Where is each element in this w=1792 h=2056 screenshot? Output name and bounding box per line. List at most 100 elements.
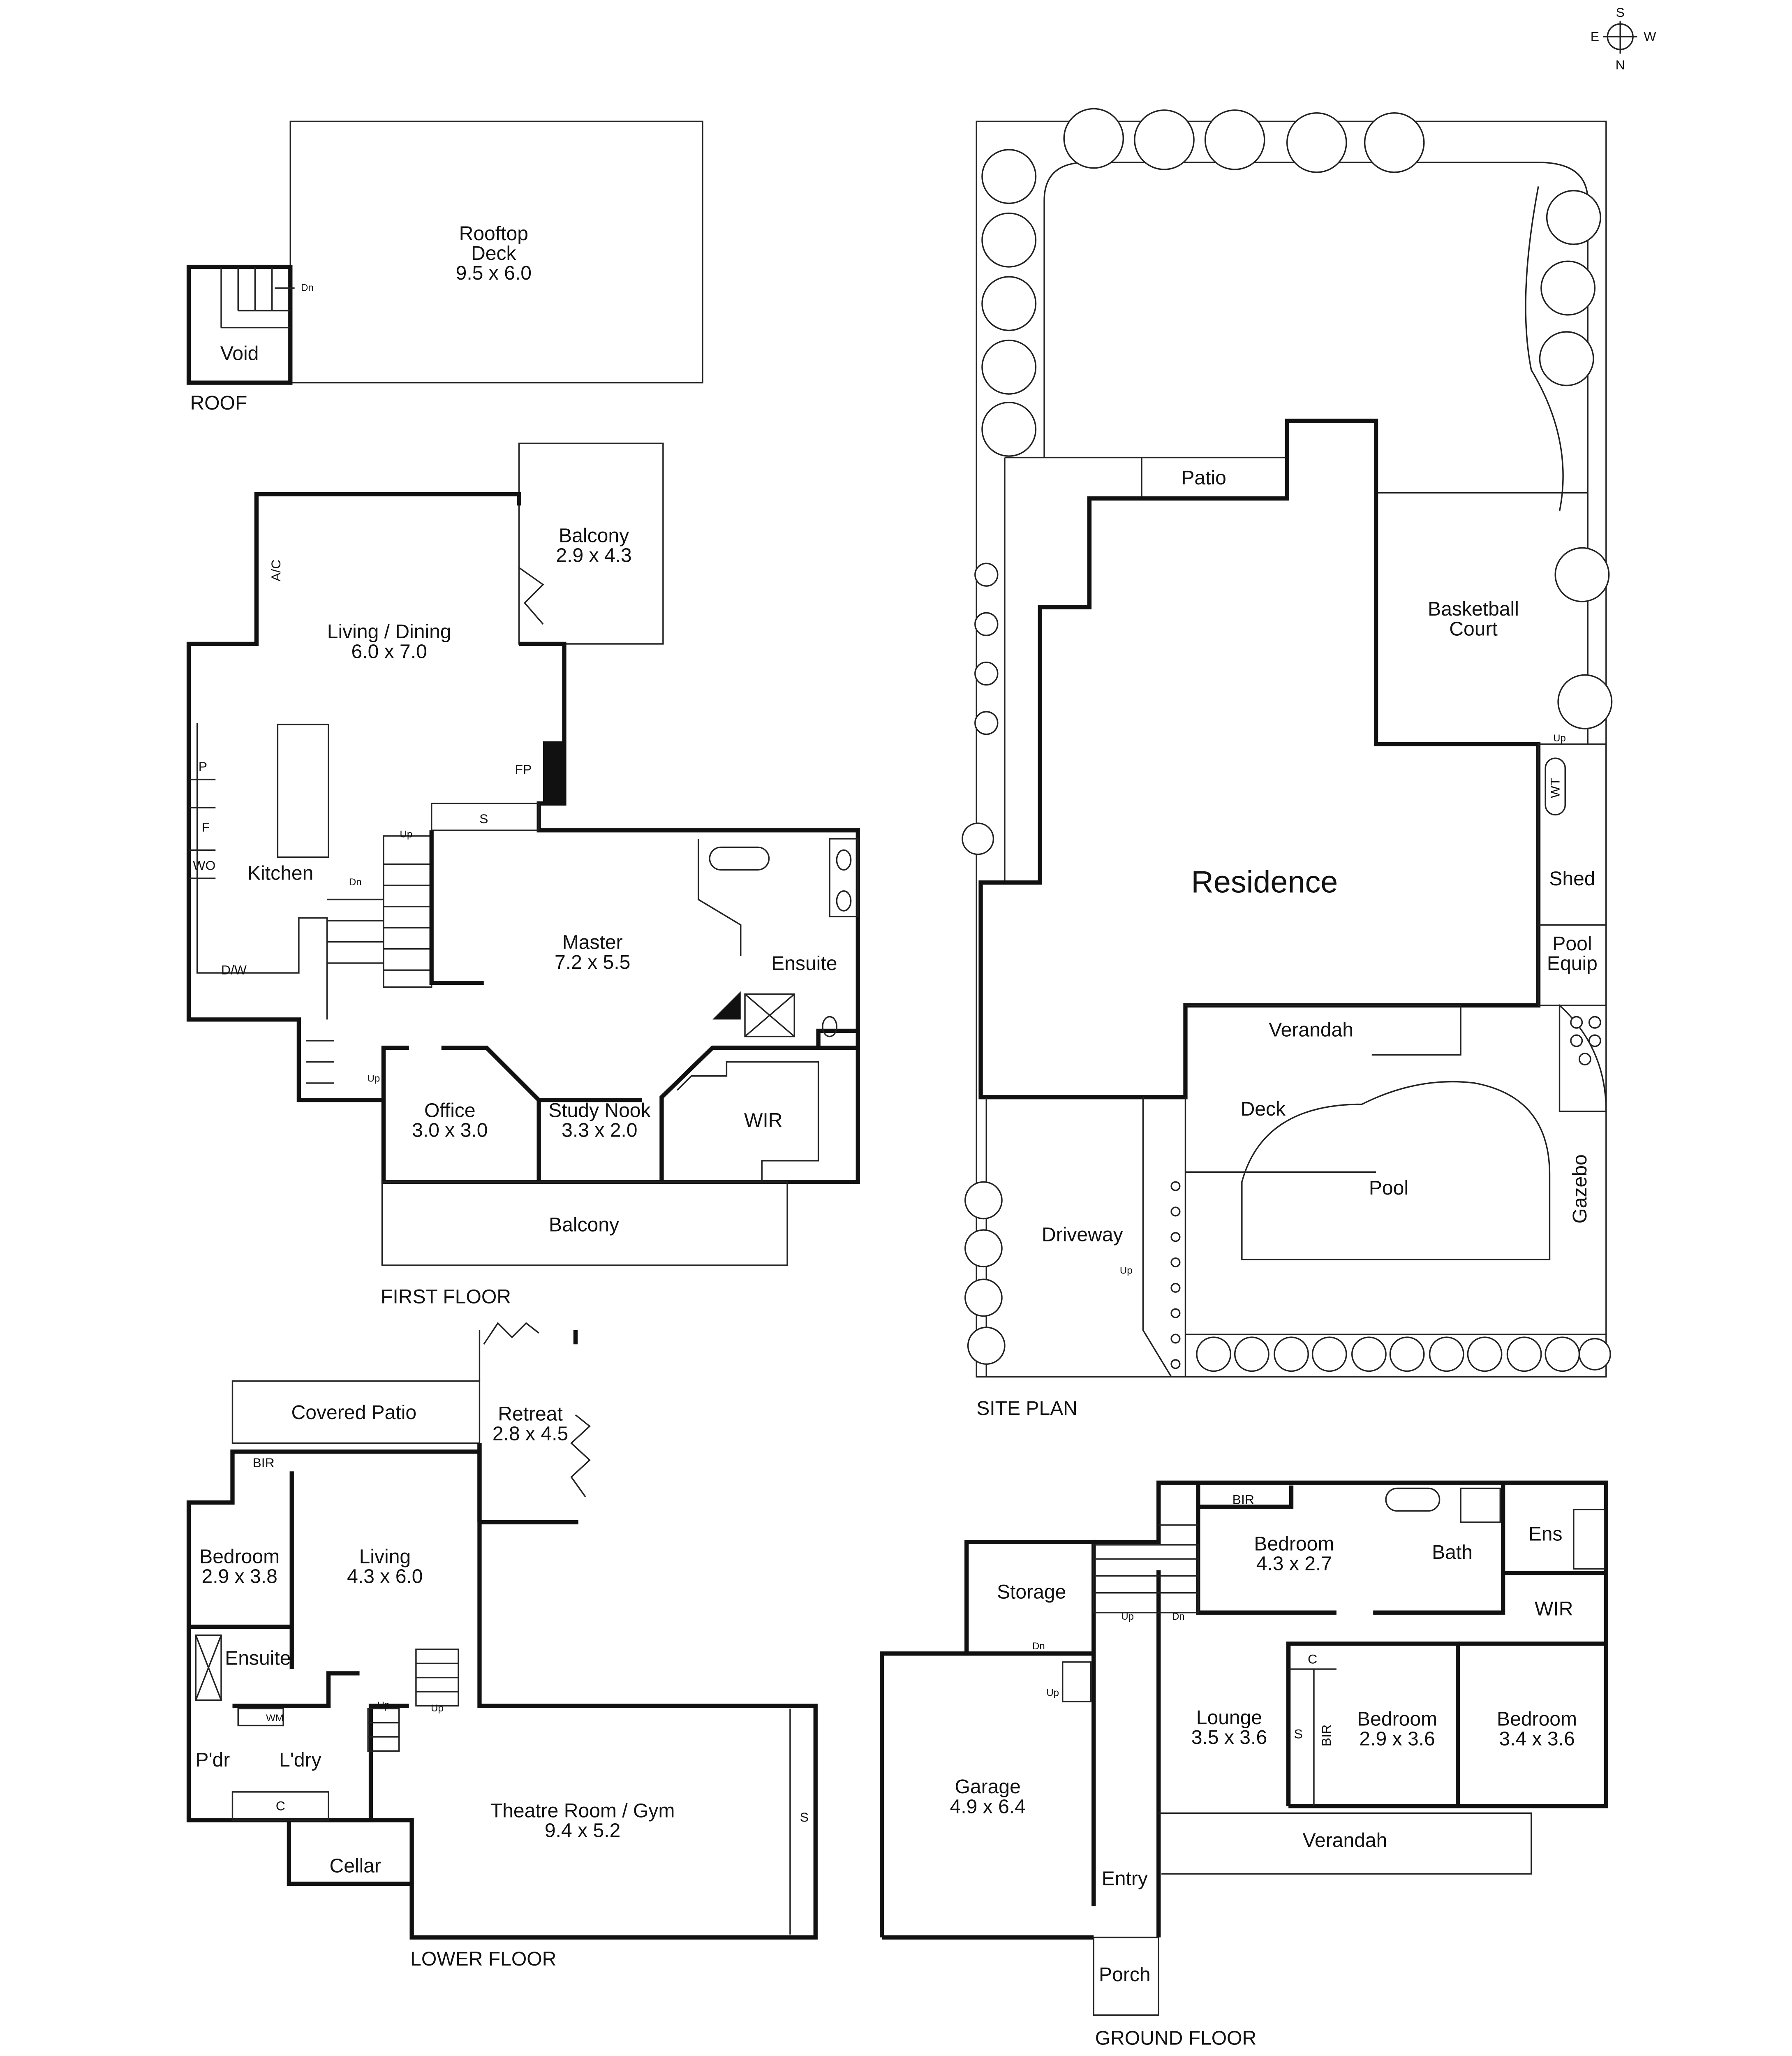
bedroom-2-size: 2.9 x 3.6 — [1359, 1728, 1435, 1750]
dn-stair-label: Dn — [1172, 1611, 1185, 1622]
ensuite-label: Ensuite — [225, 1647, 291, 1669]
bir-label: BIR — [1232, 1492, 1254, 1507]
porch-label: Porch — [1099, 1963, 1151, 1986]
storage-label: S — [479, 811, 488, 826]
retreat-label: Retreat — [498, 1403, 563, 1425]
living-dining-size: 6.0 x 7.0 — [351, 640, 427, 662]
theatre-room-label: Theatre Room / Gym — [490, 1800, 675, 1822]
residence-label: Residence — [1191, 865, 1338, 899]
compass-icon: S E W N — [1591, 5, 1657, 72]
covered-patio-label: Covered Patio — [291, 1401, 417, 1424]
verandah-label: Verandah — [1269, 1019, 1353, 1041]
ground-floor-plan: BIR Bedroom 4.3 x 2.7 Bath Ens WIR Stora… — [880, 1480, 1608, 2049]
fireplace — [543, 741, 564, 803]
shed-label: Shed — [1549, 868, 1595, 890]
void-label: Void — [220, 343, 259, 365]
washing-machine-label: WM — [266, 1713, 284, 1724]
compass-w: W — [1644, 29, 1656, 44]
bir-2-label: BIR — [1319, 1725, 1334, 1746]
compass-e: E — [1591, 29, 1599, 44]
up-stair-label: Up — [1121, 1611, 1134, 1622]
basketball-court-label: Basketball — [1428, 598, 1519, 620]
entry-label: Entry — [1102, 1867, 1148, 1889]
rooftop-deck-label: Rooftop — [459, 222, 528, 245]
storage-label: Storage — [997, 1581, 1066, 1603]
bedroom-3-label: Bedroom — [1497, 1708, 1577, 1730]
bedroom-1-size: 4.3 x 2.7 — [1256, 1553, 1332, 1575]
pool-equip-label: Pool — [1552, 933, 1592, 955]
patio-label: Patio — [1181, 467, 1226, 489]
bedroom-1-label: Bedroom — [1254, 1533, 1334, 1555]
site-plan: Patio Basketball Court Residence Up WT S… — [962, 108, 1613, 1419]
up-label-2: Up — [431, 1703, 444, 1714]
residence — [978, 419, 1541, 1100]
wir-label: WIR — [1535, 1598, 1573, 1620]
compass-n: N — [1616, 57, 1625, 72]
pool-equip-label2: Equip — [1547, 952, 1598, 975]
stair-icon — [220, 267, 295, 329]
rooftop-deck — [289, 120, 703, 384]
first-floor-plan: Balcony 2.9 x 4.3 A/C Living / Dining 6.… — [186, 442, 860, 1308]
bedroom-2-label: Bedroom — [1357, 1708, 1437, 1730]
study-nook-size: 3.3 x 2.0 — [562, 1119, 637, 1141]
bir-label: BIR — [252, 1455, 274, 1470]
balcony-top — [518, 442, 664, 645]
garage-size: 4.9 x 6.4 — [950, 1795, 1026, 1818]
up-label: Up — [1046, 1687, 1059, 1698]
water-tank-label: WT — [1548, 778, 1563, 798]
master-label: Master — [562, 931, 623, 954]
bath-label: Bath — [1432, 1541, 1473, 1563]
rooftop-deck-label2: Deck — [471, 242, 516, 264]
ensuite-label: Ensuite — [771, 952, 837, 975]
balcony-top-label: Balcony — [559, 525, 629, 547]
bedroom-3-size: 3.4 x 3.6 — [1499, 1728, 1575, 1750]
compass-s: S — [1616, 5, 1625, 20]
bath-icon — [709, 846, 770, 871]
covered-patio — [231, 1380, 481, 1444]
driveway-label: Driveway — [1042, 1224, 1123, 1246]
balcony-bottom-label: Balcony — [549, 1214, 619, 1236]
site-boundary — [976, 120, 1607, 1378]
trees — [962, 108, 1613, 1372]
toilet-icon — [822, 1016, 837, 1037]
cupboard-label: C — [1308, 1651, 1317, 1666]
bedroom-size: 2.9 x 3.8 — [201, 1565, 277, 1588]
lower-floor-plan: Covered Patio Retreat 2.8 x 4.5 BIR Bedr… — [186, 1322, 818, 1970]
ground-floor-title: GROUND FLOOR — [1095, 2027, 1257, 2049]
cupboard-label: C — [276, 1798, 285, 1813]
bath-icon — [1385, 1487, 1441, 1512]
pool — [1241, 1081, 1551, 1260]
office-label: Office — [424, 1099, 476, 1121]
retreat-size: 2.8 x 4.5 — [493, 1423, 568, 1445]
up-label-2: Up — [1120, 1265, 1133, 1276]
garage-label: Garage — [955, 1776, 1021, 1798]
bedroom-label: Bedroom — [199, 1546, 280, 1568]
living-size: 4.3 x 6.0 — [347, 1565, 423, 1588]
cellar-label: Cellar — [329, 1855, 381, 1877]
basketball-court-label2: Court — [1449, 618, 1498, 640]
living-dining-label: Living / Dining — [327, 621, 451, 643]
deck-label: Deck — [1241, 1098, 1286, 1120]
kitchen-island — [277, 723, 329, 858]
theatre-room-size: 9.4 x 5.2 — [545, 1820, 620, 1842]
stair-icon — [367, 1649, 459, 1752]
storage-s-label: S — [1294, 1726, 1303, 1741]
balcony-bottom — [381, 1181, 788, 1266]
gazebo-label: Gazebo — [1569, 1154, 1591, 1223]
office-size: 3.0 x 3.0 — [412, 1119, 488, 1141]
dn-label: Dn — [349, 877, 362, 888]
lounge-label: Lounge — [1196, 1706, 1262, 1729]
verandah-label: Verandah — [1303, 1829, 1387, 1852]
porch — [1093, 1936, 1159, 2016]
first-floor-title: FIRST FLOOR — [381, 1286, 511, 1308]
powder-room-label: P'dr — [195, 1749, 230, 1771]
master-size: 7.2 x 5.5 — [555, 951, 630, 973]
pool-label: Pool — [1369, 1177, 1408, 1199]
roof-title: ROOF — [190, 392, 247, 414]
storage-label: S — [800, 1810, 809, 1824]
ac-label: A/C — [268, 560, 283, 581]
site-plan-title: SITE PLAN — [976, 1397, 1078, 1419]
stair-icon — [306, 835, 432, 1084]
dn-label: Dn — [301, 282, 314, 293]
